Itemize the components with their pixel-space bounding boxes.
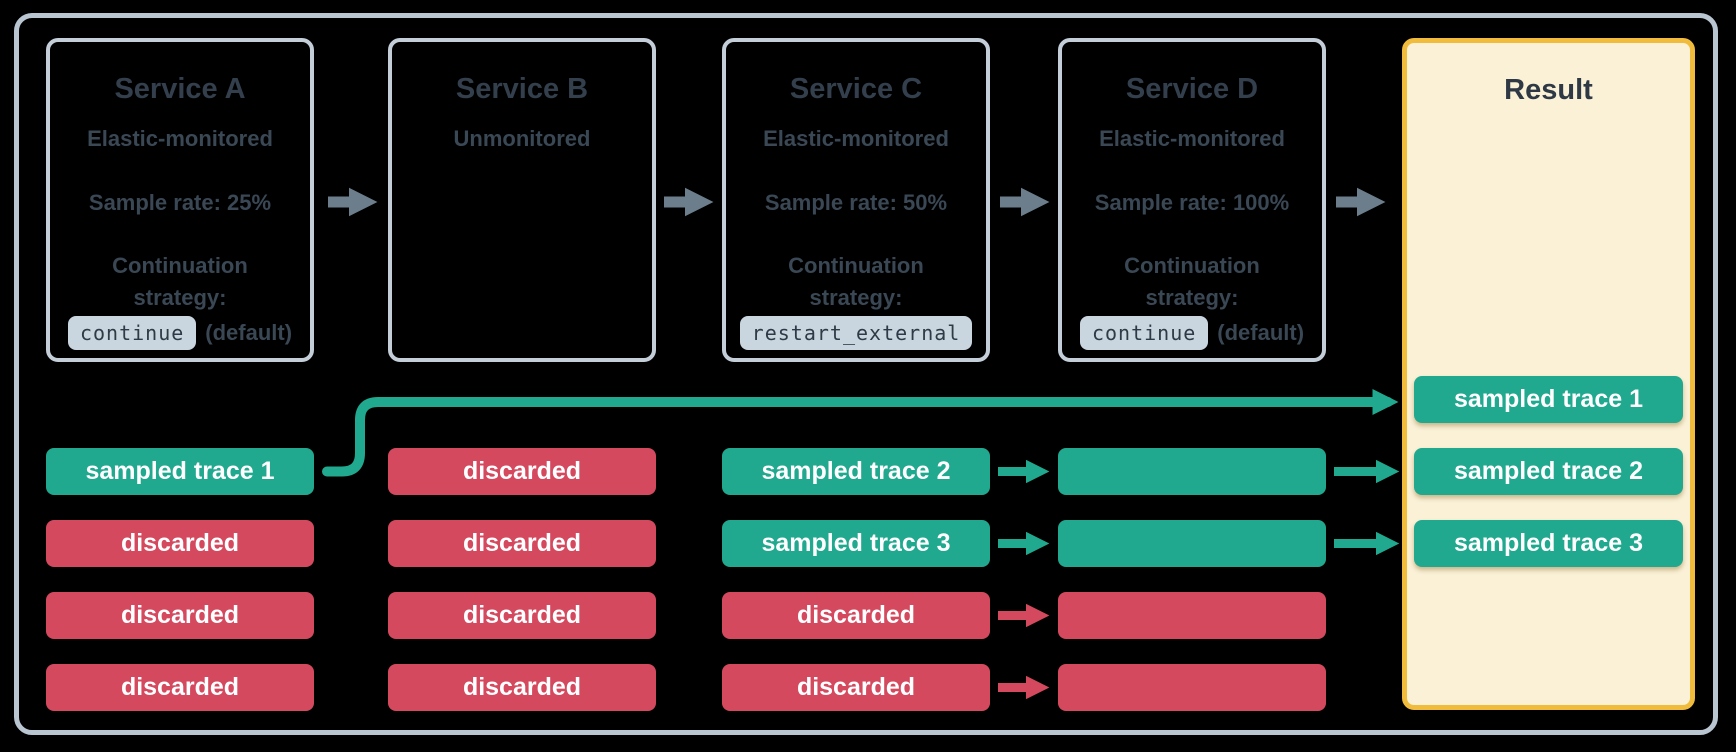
sample-rate-label: Sample rate: 50%: [764, 190, 948, 215]
trace-chip: [1058, 664, 1326, 711]
code-chip: continue: [1079, 316, 1209, 350]
service-title: Service A: [114, 73, 246, 105]
trace-chip: [1058, 520, 1326, 567]
result-box: Result: [1402, 38, 1695, 710]
service-title: Service C: [789, 73, 923, 105]
service-monitoring-label: Unmonitored: [453, 126, 591, 151]
default-suffix-label: (default): [1217, 320, 1305, 345]
trace-chip: discarded: [388, 664, 656, 711]
service-box-c: Service C Elastic-monitored Sample rate:…: [722, 38, 990, 362]
trace-chip: discarded: [46, 664, 314, 711]
sample-rate-label: Sample rate: 25%: [88, 190, 272, 215]
service-box-b: Service B Unmonitored: [388, 38, 656, 362]
service-title: Service D: [1125, 73, 1259, 105]
trace-chip: discarded: [388, 520, 656, 567]
trace-chip: sampled trace 2: [722, 448, 990, 495]
result-trace-chip: sampled trace 1: [1414, 376, 1683, 423]
result-title: Result: [1504, 74, 1593, 106]
continuation-strategy-label: Continuation strategy:: [788, 253, 924, 310]
diagram-outer-frame: [14, 13, 1718, 735]
trace-chip: discarded: [388, 592, 656, 639]
trace-chip: sampled trace 3: [722, 520, 990, 567]
code-chip: continue: [67, 316, 197, 350]
trace-chip: discarded: [46, 520, 314, 567]
code-chip: restart_external: [739, 316, 973, 350]
trace-chip: discarded: [722, 664, 990, 711]
trace-chip: [1058, 448, 1326, 495]
service-monitoring-label: Elastic-monitored: [87, 126, 273, 151]
trace-chip: [1058, 592, 1326, 639]
strategy-value-row: continue (default): [1062, 312, 1322, 354]
trace-chip: discarded: [722, 592, 990, 639]
continuation-strategy-label: Continuation strategy:: [1124, 253, 1260, 310]
trace-chip: discarded: [46, 592, 314, 639]
trace-chip: sampled trace 1: [46, 448, 314, 495]
service-title: Service B: [455, 73, 589, 105]
continuation-strategy-label: Continuation strategy:: [112, 253, 248, 310]
service-monitoring-label: Elastic-monitored: [1099, 126, 1285, 151]
result-trace-chip: sampled trace 3: [1414, 520, 1683, 567]
sample-rate-label: Sample rate: 100%: [1094, 190, 1290, 215]
service-box-a: Service A Elastic-monitored Sample rate:…: [46, 38, 314, 362]
service-box-d: Service D Elastic-monitored Sample rate:…: [1058, 38, 1326, 362]
strategy-value-row: restart_external: [726, 312, 986, 354]
result-trace-chip: sampled trace 2: [1414, 448, 1683, 495]
strategy-value-row: continue (default): [50, 312, 310, 354]
service-monitoring-label: Elastic-monitored: [763, 126, 949, 151]
trace-chip: discarded: [388, 448, 656, 495]
default-suffix-label: (default): [205, 320, 293, 345]
